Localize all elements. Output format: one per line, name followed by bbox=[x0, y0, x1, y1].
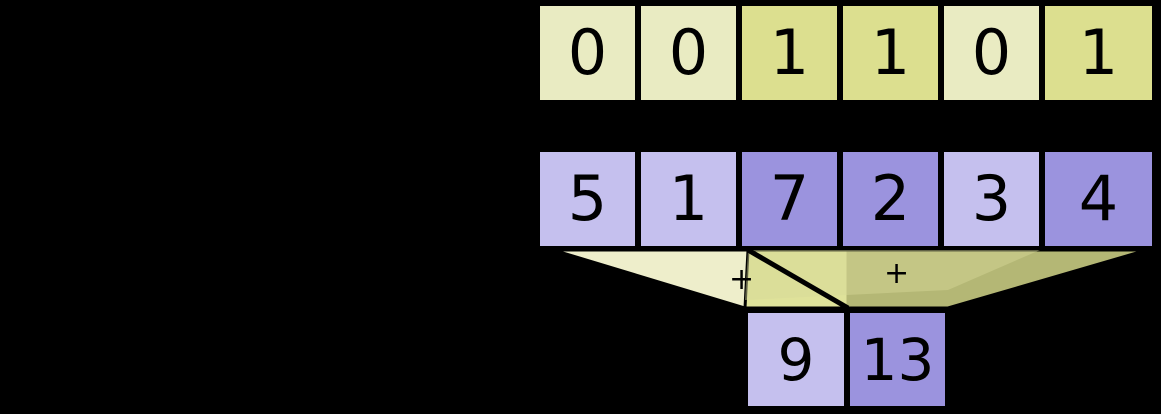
value-cell-1-value: 1 bbox=[668, 162, 709, 235]
value-cell-5-value: 4 bbox=[1078, 162, 1119, 235]
result-cell-1: 13 bbox=[847, 310, 948, 409]
value-cell-4: 3 bbox=[941, 149, 1042, 249]
flag-cell-1: 0 bbox=[638, 3, 739, 103]
value-cell-3: 2 bbox=[840, 149, 941, 249]
flag-cell-5: 1 bbox=[1042, 3, 1155, 103]
value-cell-0-value: 5 bbox=[567, 162, 608, 235]
value-cell-2: 7 bbox=[739, 149, 840, 249]
value-cell-3-value: 2 bbox=[870, 162, 911, 235]
value-cell-2-value: 7 bbox=[769, 162, 810, 235]
plus-operator-left-symbol: + bbox=[729, 262, 755, 297]
value-cell-4-value: 3 bbox=[971, 162, 1012, 235]
funnel-left bbox=[552, 248, 850, 310]
flag-cell-4-value: 0 bbox=[971, 16, 1012, 89]
plus-operator-right: + bbox=[884, 259, 909, 289]
result-cell-0-value: 9 bbox=[777, 325, 815, 394]
flag-cell-3: 1 bbox=[840, 3, 941, 103]
funnel-divider bbox=[746, 247, 850, 311]
plus-operator-right-symbol: + bbox=[884, 256, 910, 291]
flag-cell-0-value: 0 bbox=[567, 16, 608, 89]
flag-cell-2: 1 bbox=[739, 3, 840, 103]
flag-cell-2-value: 1 bbox=[769, 16, 810, 89]
flag-cell-5-value: 1 bbox=[1078, 16, 1119, 89]
flag-cell-3-value: 1 bbox=[870, 16, 911, 89]
value-cell-0: 5 bbox=[537, 149, 638, 249]
result-cell-0: 9 bbox=[745, 310, 847, 409]
plus-operator-left: + bbox=[729, 265, 754, 295]
flag-cell-4: 0 bbox=[941, 3, 1042, 103]
value-cell-5: 4 bbox=[1042, 149, 1155, 249]
funnel-right bbox=[743, 248, 1148, 310]
flag-cell-1-value: 0 bbox=[668, 16, 709, 89]
flag-cell-0: 0 bbox=[537, 3, 638, 103]
value-cell-1: 1 bbox=[638, 149, 739, 249]
result-cell-1-value: 13 bbox=[860, 325, 935, 394]
